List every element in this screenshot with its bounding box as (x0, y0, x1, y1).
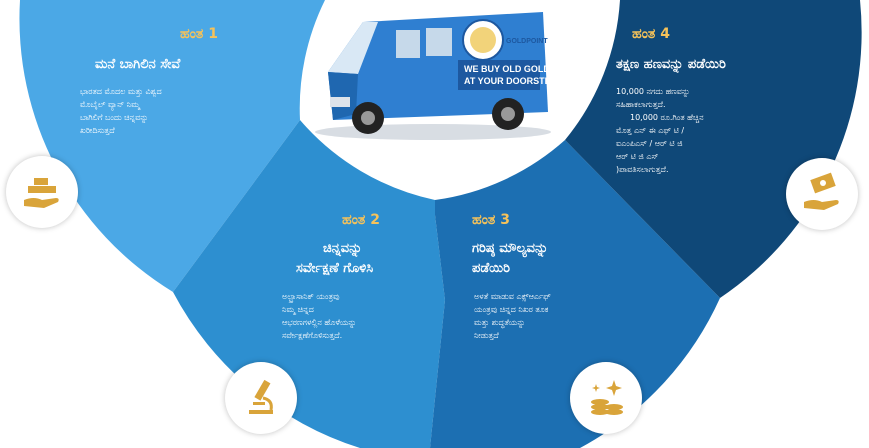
step4-segment (565, 0, 862, 298)
step1-heading: ಮನೆ ಬಾಗಿಲಿನ ಸೇವೆ (95, 57, 181, 72)
step1-icon-circle (6, 156, 78, 228)
step2-icon-circle (225, 362, 297, 434)
step4-body-line2: ಸಹಿಹಾಕಲಾಗುತ್ತದೆ. (616, 100, 666, 109)
step3-body-line4: ನೀಡುತ್ತದೆ (474, 331, 499, 340)
step2-heading-line2: ಸರ್ವೇಕ್ಷಣೆ ಗೊಳಿಸಿ (296, 261, 374, 276)
step1-title: ಹಂತ 1 (180, 26, 218, 42)
step1-body-line2: ಮೊಬೈಲ್ ವ್ಯಾನ್ ನಿಮ್ಮ (80, 100, 140, 109)
step3-segment (430, 140, 720, 448)
step2-body-line2: ನಿಮ್ಮ ಚಿನ್ನದ (282, 305, 314, 314)
step3-body-line1: ಅಳತೆ ಮಾಡುವ ಎಕ್ಸ್ಆರ್ಎಫ್ (474, 292, 551, 301)
step3-body-line3: ಮತ್ತು ಶುದ್ಧತೆಯನ್ನು (474, 318, 526, 327)
step2-segment (173, 120, 445, 448)
step3-body-line2: ಯಂತ್ರವು ಚಿನ್ನದ ನಿಖರ ತೂಕ (474, 305, 549, 314)
step4-body-line1: 10,000 ನಗದು ಹಣವನ್ನು (616, 87, 690, 96)
step4-icon-circle (786, 158, 858, 230)
step2-body-line1: ಅಲ್ಟ್ರಾಸಾನಿಕ್ ಯಂತ್ರವು (282, 292, 340, 301)
van-banner-line1: WE BUY OLD GOLD (464, 64, 550, 74)
step1-body-line4: ಖರೀದಿಸುತ್ತದೆ (80, 126, 115, 135)
van-logo-text: GOLDPOINT (506, 38, 548, 45)
step4-title: ಹಂತ 4 (632, 26, 670, 42)
step2-heading-line1: ಚಿನ್ನವನ್ನು (323, 241, 363, 256)
step1-body-line3: ಬಾಗಿಲಿಗೆ ಬಂದು ಚಿನ್ನವನ್ನು (80, 113, 149, 122)
step3-heading-line2: ಪಡೆಯಿರಿ (472, 261, 510, 276)
step2-title: ಹಂತ 2 (342, 212, 380, 228)
step4-body-line5: ಐಎಂಪಿಎಸ್ / ಆರ್ ಟಿ ಜಿ (616, 139, 683, 148)
gold-bars-hand-icon (24, 178, 59, 208)
step2-body-line3: ಆಭರಣಗಳಲ್ಲಿನ ಹೊಳೆಯನ್ನು (282, 318, 357, 327)
step2-body-line4: ಸರ್ವೇಕ್ಷಣೆಗೊಳಿಸುತ್ತದೆ. (282, 331, 343, 340)
step1-segment (19, 0, 326, 292)
step3-heading-line1: ಗರಿಷ್ಠ ಮೌಲ್ಯವನ್ನು (472, 241, 549, 256)
step4-body-line4: ಮೊತ್ತ ಎನ್ ಈ ಎಫ್ ಟಿ / (616, 126, 685, 135)
step4-body-line7: )ಪಾವತಿಸಲಾಗುತ್ತದೆ. (616, 165, 669, 174)
coins-sparkle-icon (591, 380, 623, 415)
van-illustration: GOLDPOINT WE BUY OLD GOLD AT YOUR DOORST… (315, 12, 557, 140)
step1-body-line1: ಭಾರತದ ಮೊದಲ ಮತ್ತು ವಿಶ್ವದ (80, 87, 162, 96)
step4-heading: ತಕ್ಷಣ ಹಣವನ್ನು ಪಡೆಯಿರಿ (616, 57, 726, 72)
microscope-icon (249, 379, 273, 414)
step4-body-line6: ಆರ್ ಟಿ ಜಿ ಎಸ್ (616, 152, 659, 161)
step4-body-line3: 10,000 ರೂ.ಗಿಂತ ಹೆಚ್ಚಿನ (630, 113, 704, 122)
cash-hand-icon (804, 172, 839, 210)
van-banner-line2: AT YOUR DOORSTEP (464, 76, 557, 86)
step3-title: ಹಂತ 3 (472, 212, 510, 228)
step3-icon-circle (570, 362, 642, 434)
